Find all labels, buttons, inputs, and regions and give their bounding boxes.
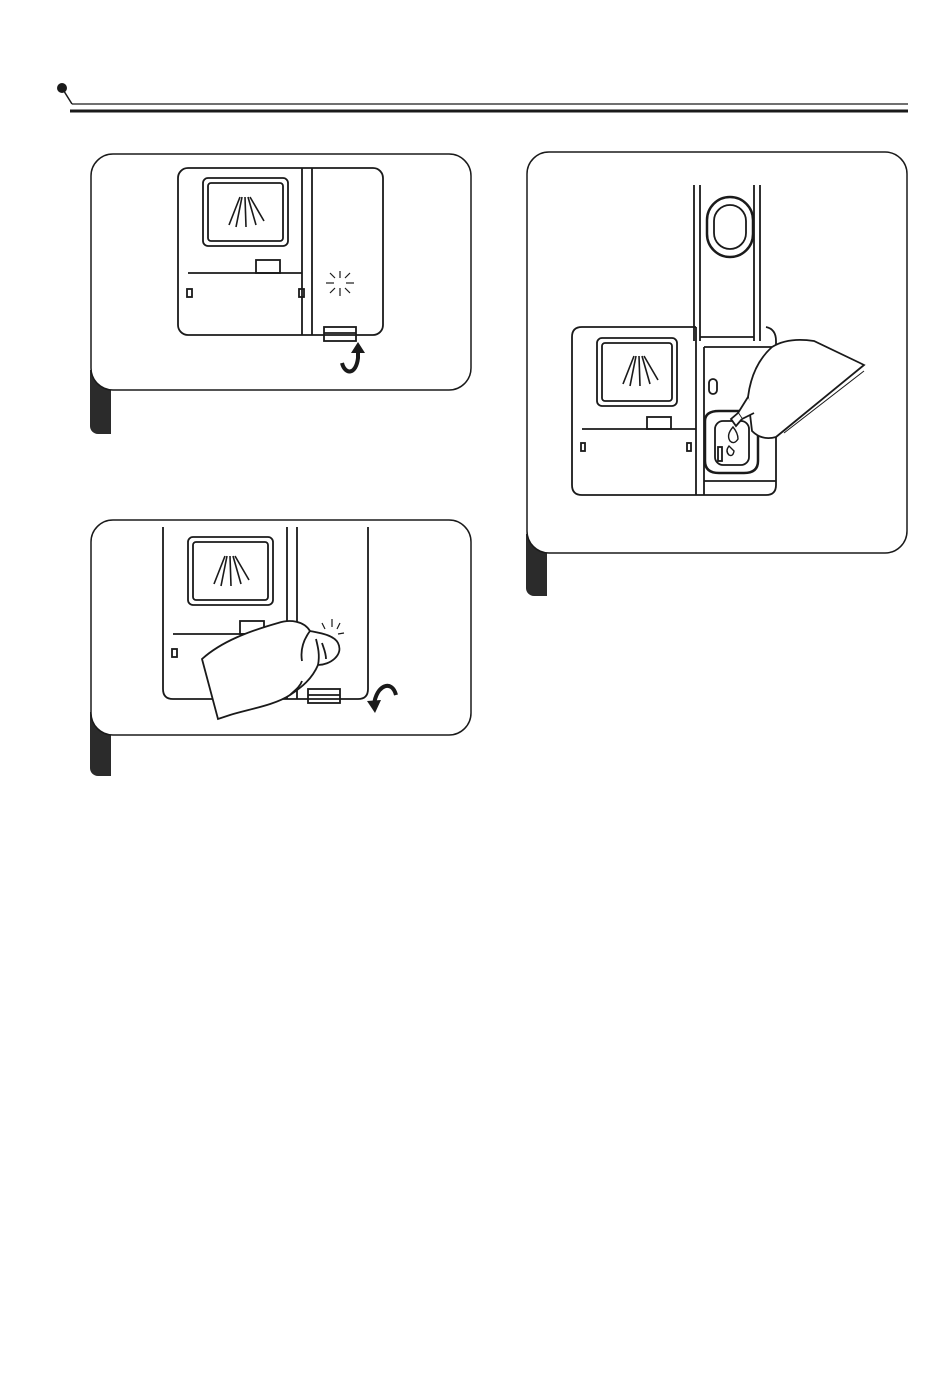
figure-3-panel bbox=[526, 151, 908, 554]
bullet-dot-icon bbox=[57, 83, 72, 104]
figure-2-panel bbox=[90, 519, 472, 736]
header-rule bbox=[0, 0, 950, 130]
figure-1-panel bbox=[90, 153, 472, 391]
